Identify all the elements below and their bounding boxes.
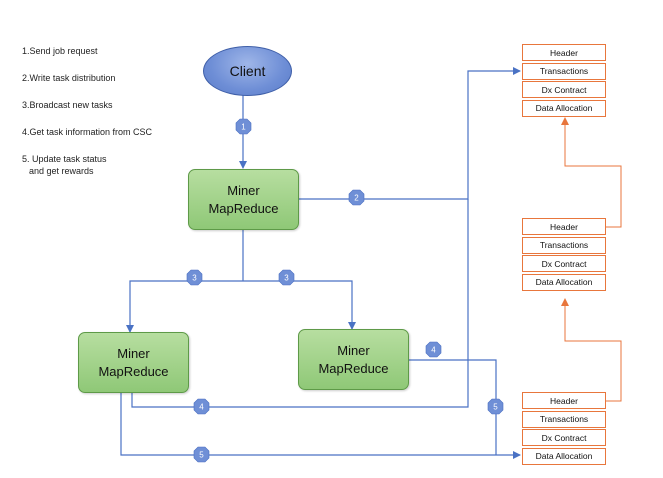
badge-2-label: 2	[354, 194, 359, 203]
miner-left-line-2: MapReduce	[98, 363, 169, 379]
miner-top: Miner MapReduce	[188, 169, 299, 230]
block-3-transactions: Transactions	[522, 410, 606, 428]
line-left-miner-step4	[131, 199, 469, 408]
step-2: 2.Write task distribution	[22, 73, 116, 83]
block-3-dx-contract: Dx Contract	[522, 429, 606, 446]
badge-4-right-label: 4	[431, 346, 436, 355]
client-node: Client	[203, 46, 292, 96]
block-2-data-allocation: Data Allocation	[522, 273, 606, 291]
badge-3-left: 3	[186, 269, 203, 286]
chain-link-2-to-1	[561, 117, 622, 228]
badge-3-right-label: 3	[284, 274, 289, 283]
badge-3-right: 3	[278, 269, 295, 286]
step-5: 5. Update task status and get rewards	[22, 154, 162, 177]
step-5-line-1: 5. Update task status	[22, 154, 107, 164]
miner-right: Miner MapReduce	[298, 329, 409, 390]
miner-top-line-1: Miner	[227, 182, 260, 198]
badge-3-left-label: 3	[192, 274, 197, 283]
arrow-broadcast-right	[243, 280, 356, 330]
block-2-transactions: Transactions	[522, 236, 606, 254]
step-3: 3.Broadcast new tasks	[22, 100, 113, 110]
step-4: 4.Get task information from CSC	[22, 127, 153, 137]
block-1-transactions: Transactions	[522, 62, 606, 80]
badge-4-left: 4	[193, 398, 210, 415]
chain-link-3-to-2	[561, 298, 622, 402]
arrow-left-miner-step5	[120, 391, 521, 459]
miner-top-line-2: MapReduce	[208, 200, 279, 216]
badge-1: 1	[235, 118, 252, 135]
block-2-header: Header	[522, 218, 606, 235]
block-3-header: Header	[522, 392, 606, 409]
badge-4-right: 4	[425, 341, 442, 358]
badge-5-right-label: 5	[493, 403, 498, 412]
step-5-line-2: and get rewards	[29, 165, 94, 176]
block-1-header: Header	[522, 44, 606, 61]
badge-4-left-label: 4	[199, 403, 204, 412]
badge-5-left: 5	[193, 446, 210, 463]
block-2-dx-contract: Dx Contract	[522, 255, 606, 272]
step-1: 1.Send job request	[22, 46, 98, 56]
badge-5-left-label: 5	[199, 451, 204, 460]
block-3-data-allocation: Data Allocation	[522, 447, 606, 465]
block-1: Header Transactions Dx Contract Data All…	[522, 44, 606, 118]
miner-right-line-2: MapReduce	[318, 360, 389, 376]
client-label: Client	[229, 63, 266, 79]
block-1-dx-contract: Dx Contract	[522, 81, 606, 98]
badge-1-label: 1	[241, 123, 246, 132]
miner-left: Miner MapReduce	[78, 332, 189, 393]
badge-2: 2	[348, 189, 365, 206]
arrow-miner-to-transactions	[298, 67, 521, 200]
block-3: Header Transactions Dx Contract Data All…	[522, 392, 606, 466]
miner-right-line-1: Miner	[337, 342, 370, 358]
block-1-data-allocation: Data Allocation	[522, 99, 606, 117]
line-right-miner-step4	[407, 359, 497, 455]
miner-left-line-1: Miner	[117, 345, 150, 361]
arrow-broadcast-left	[126, 280, 243, 333]
badge-5-right: 5	[487, 398, 504, 415]
block-2: Header Transactions Dx Contract Data All…	[522, 218, 606, 292]
